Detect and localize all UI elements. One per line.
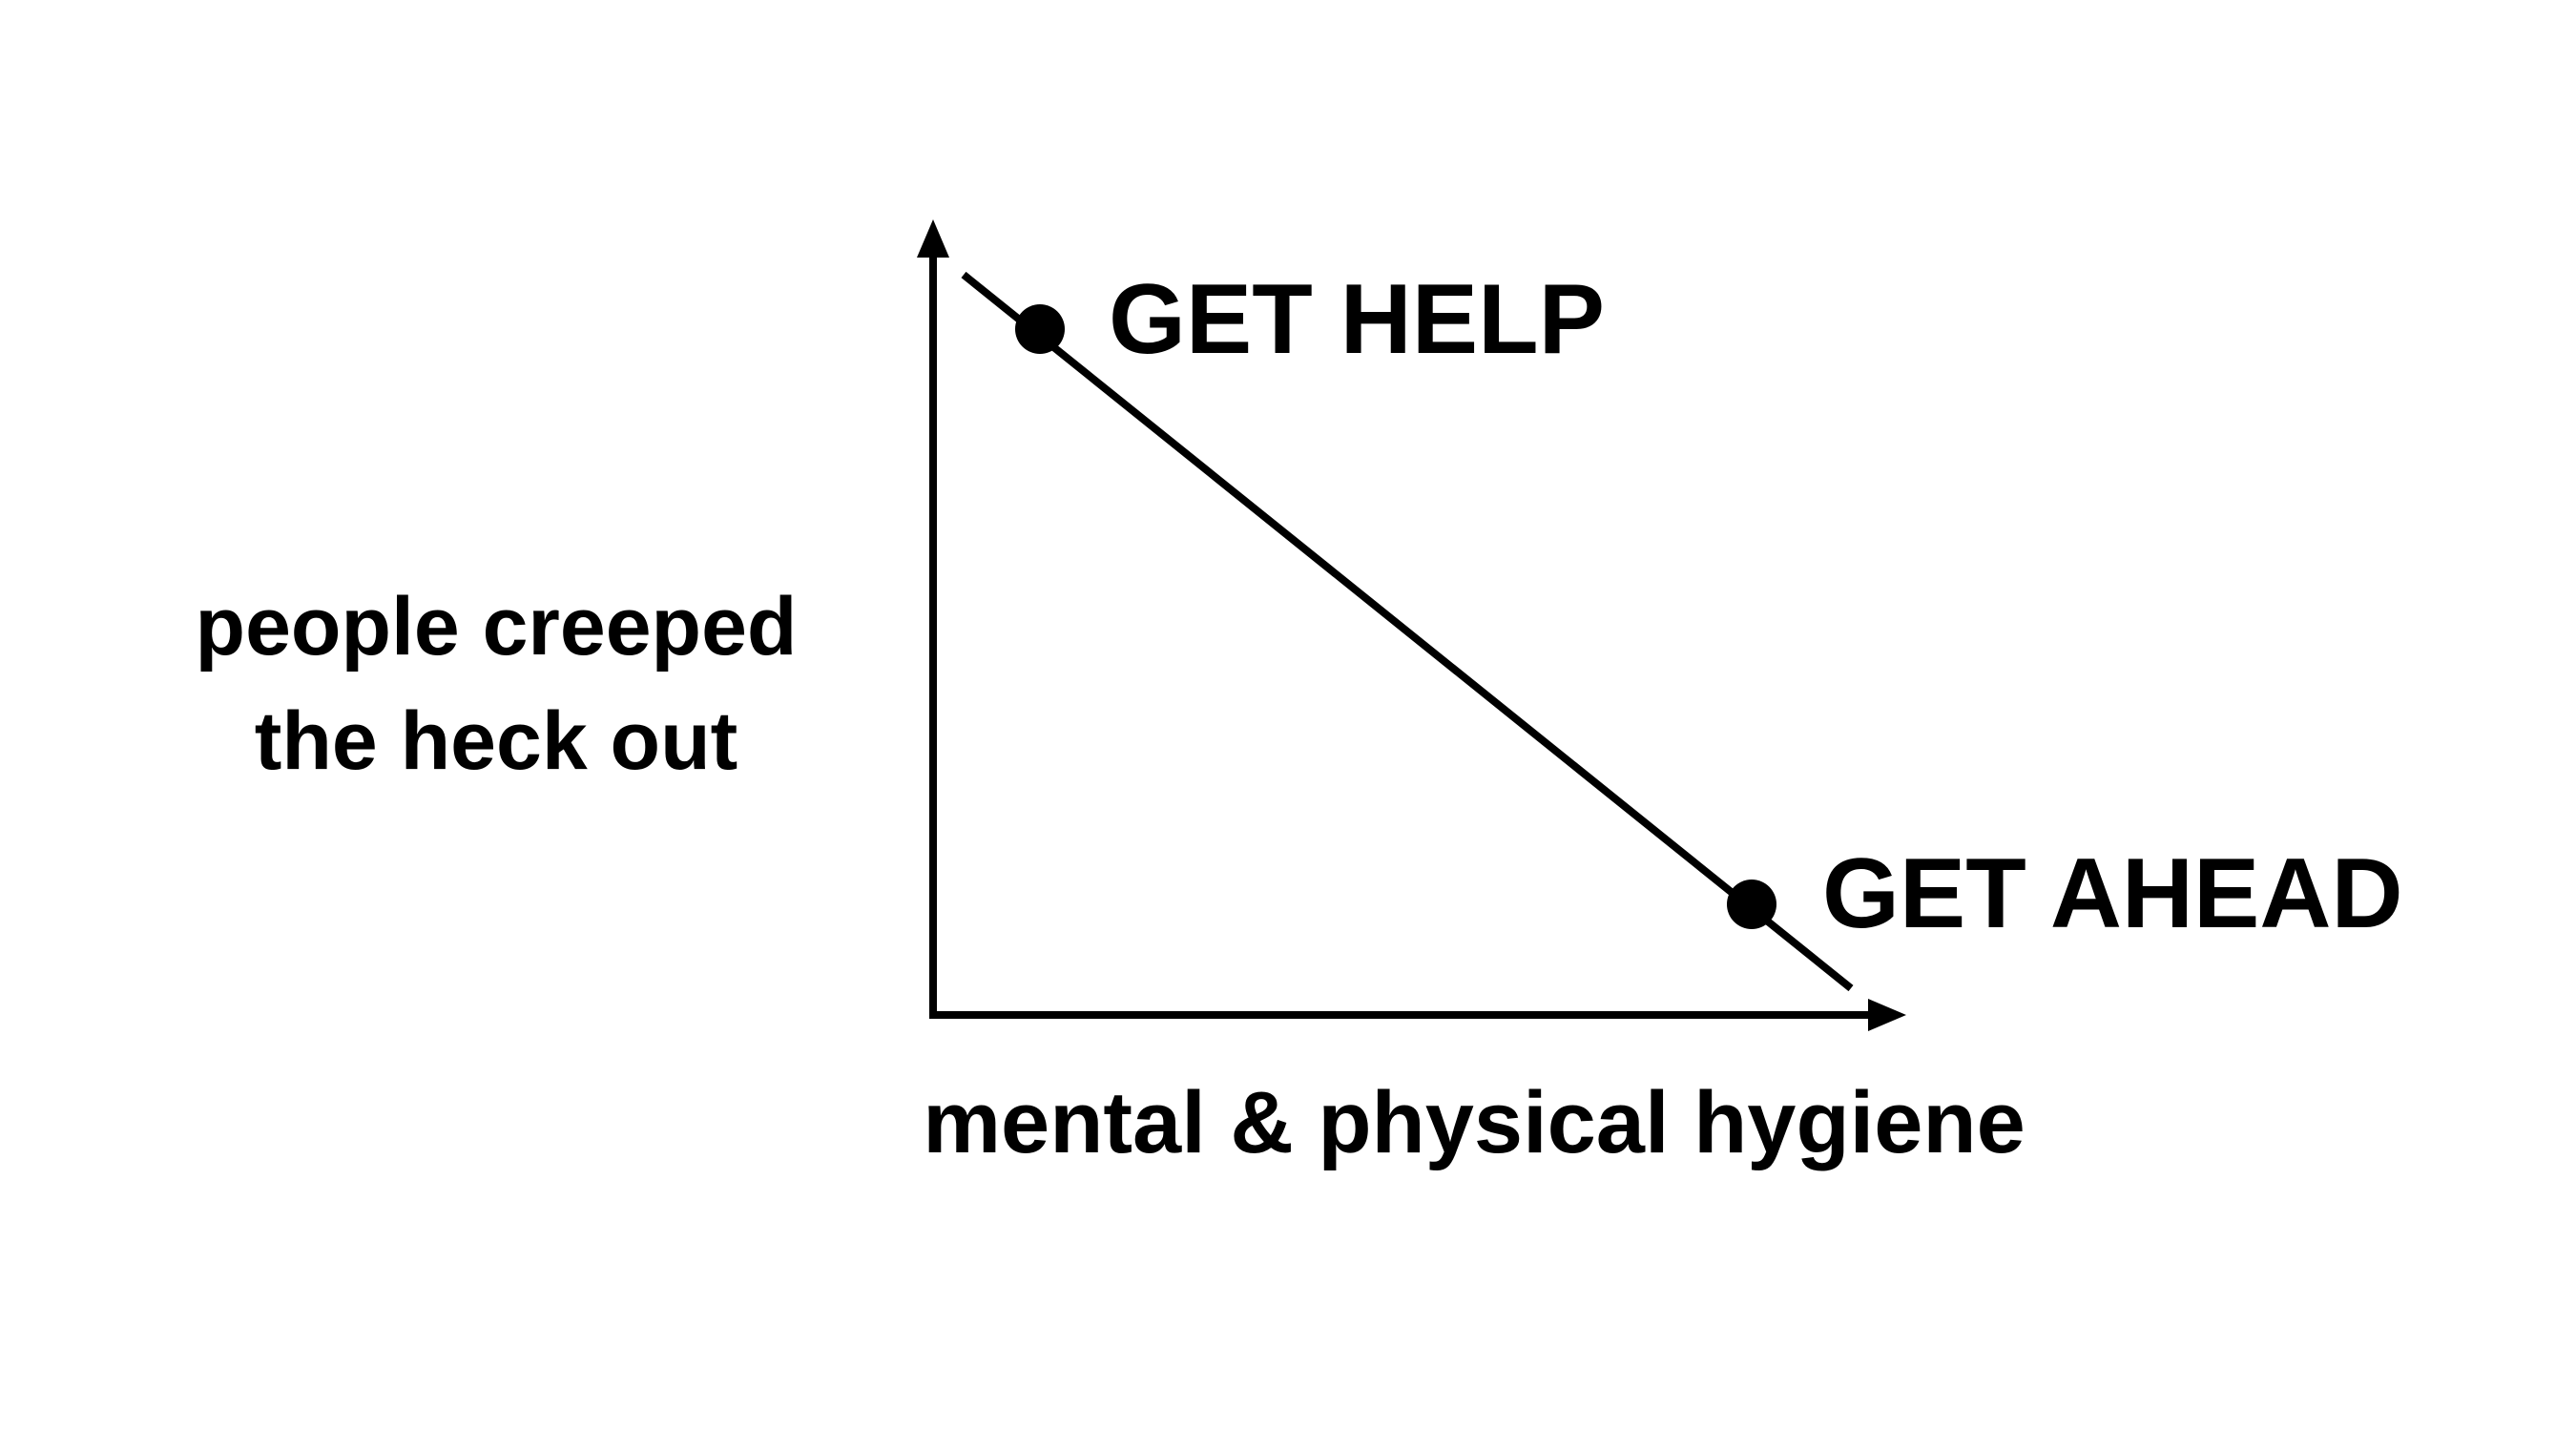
trend-line xyxy=(961,271,1854,992)
point-get-ahead-marker xyxy=(1727,880,1776,929)
y-axis-label-line1: people creeped xyxy=(196,581,798,673)
point-get-help-marker xyxy=(1015,304,1065,354)
point-get-help-label: GET HELP xyxy=(1109,264,1605,375)
point-get-ahead-label: GET AHEAD xyxy=(1822,838,2403,949)
x-axis-label: mental & physical hygiene xyxy=(923,1074,2025,1171)
y-axis-label-line2: the heck out xyxy=(255,695,738,787)
y-axis-arrowhead xyxy=(917,219,949,258)
x-axis-arrowhead xyxy=(1868,999,1906,1031)
